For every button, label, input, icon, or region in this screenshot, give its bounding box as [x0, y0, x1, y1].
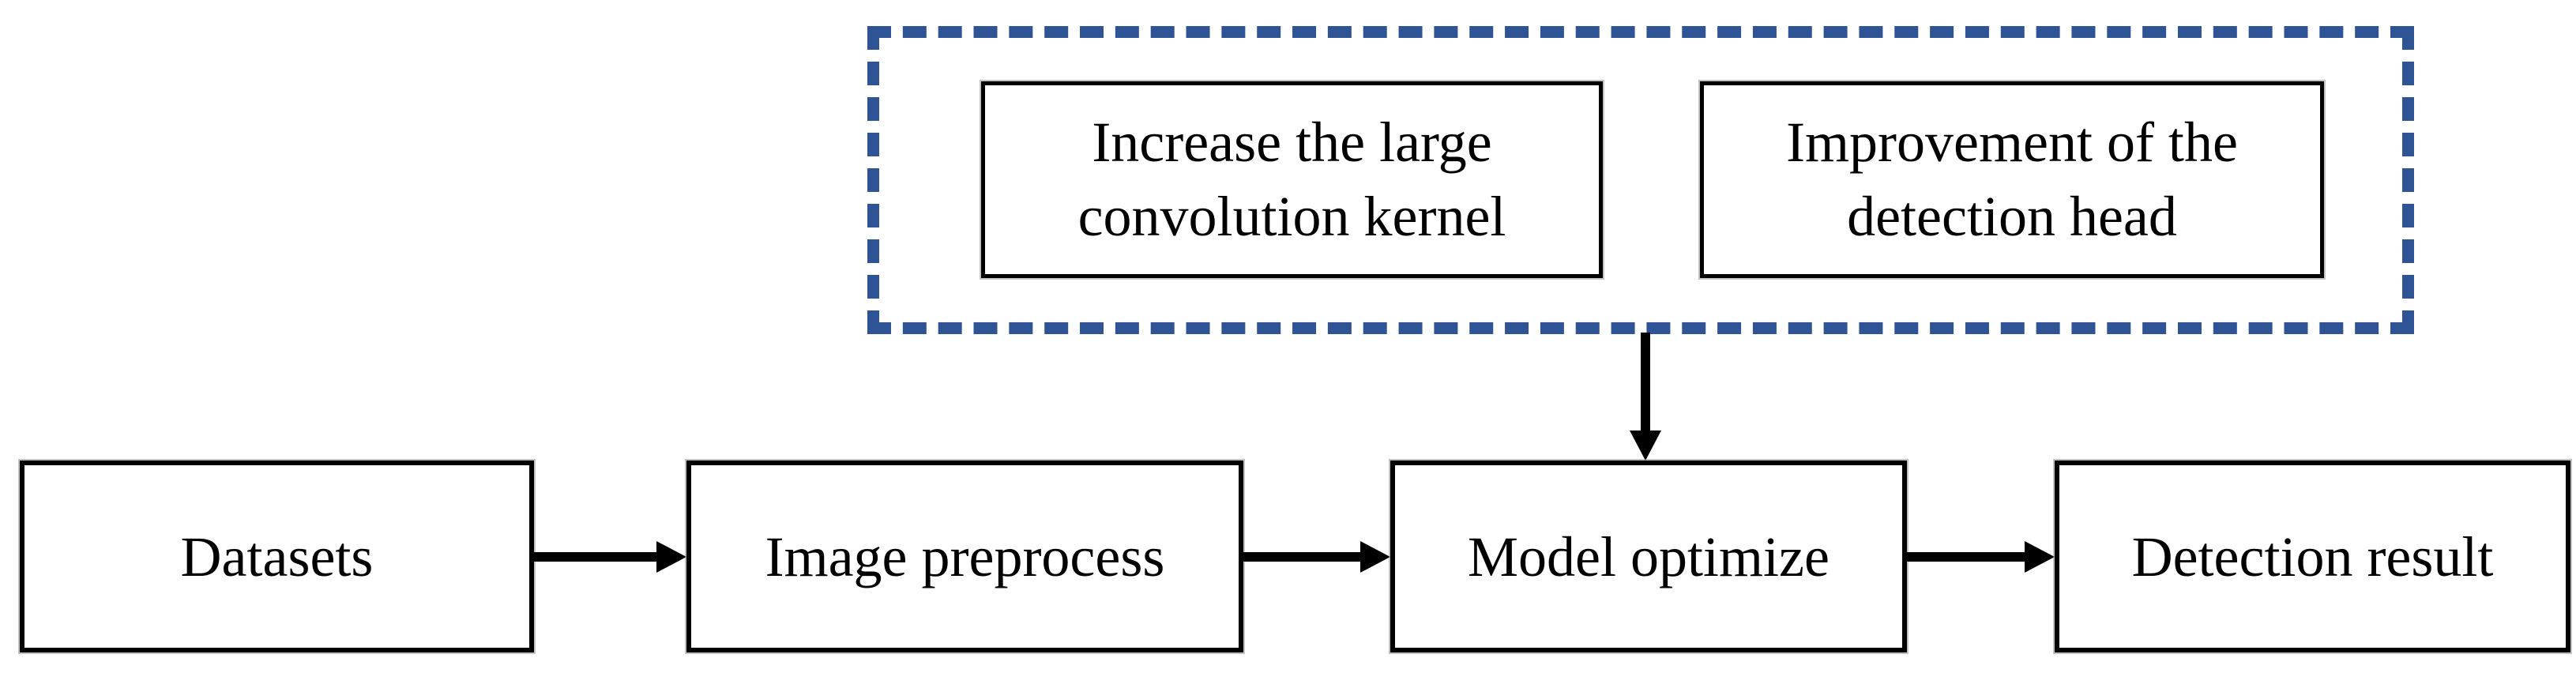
arrow-group-to-model-optimize-head	[1630, 430, 1661, 461]
arrow-preprocess-to-optimize-head	[1360, 541, 1390, 573]
node-model-optimize: Model optimize	[1390, 461, 1907, 652]
arrow-optimize-to-result-shaft	[1907, 552, 2026, 562]
node-improvement-detection-head-label: Improvement of the detection head	[1786, 110, 2238, 248]
arrow-preprocess-to-optimize-shaft	[1243, 552, 1362, 562]
node-image-preprocess-label: Image preprocess	[765, 524, 1165, 588]
node-model-optimize-label: Model optimize	[1468, 524, 1830, 588]
arrow-datasets-to-preprocess-shaft	[534, 552, 658, 562]
node-detection-result: Detection result	[2055, 461, 2570, 652]
arrow-datasets-to-preprocess-head	[656, 541, 686, 573]
node-improvement-detection-head: Improvement of the detection head	[1700, 81, 2324, 278]
optimization-group-dashed-box	[867, 26, 2414, 334]
arrow-optimize-to-result-head	[2025, 541, 2055, 573]
node-increase-convolution-kernel-label: Increase the large convolution kernel	[1077, 110, 1506, 248]
node-increase-convolution-kernel: Increase the large convolution kernel	[981, 81, 1603, 278]
arrow-group-to-model-optimize-shaft	[1641, 333, 1650, 430]
node-datasets: Datasets	[20, 461, 534, 652]
node-datasets-label: Datasets	[180, 524, 374, 588]
node-detection-result-label: Detection result	[2131, 524, 2494, 588]
node-image-preprocess: Image preprocess	[686, 461, 1243, 652]
